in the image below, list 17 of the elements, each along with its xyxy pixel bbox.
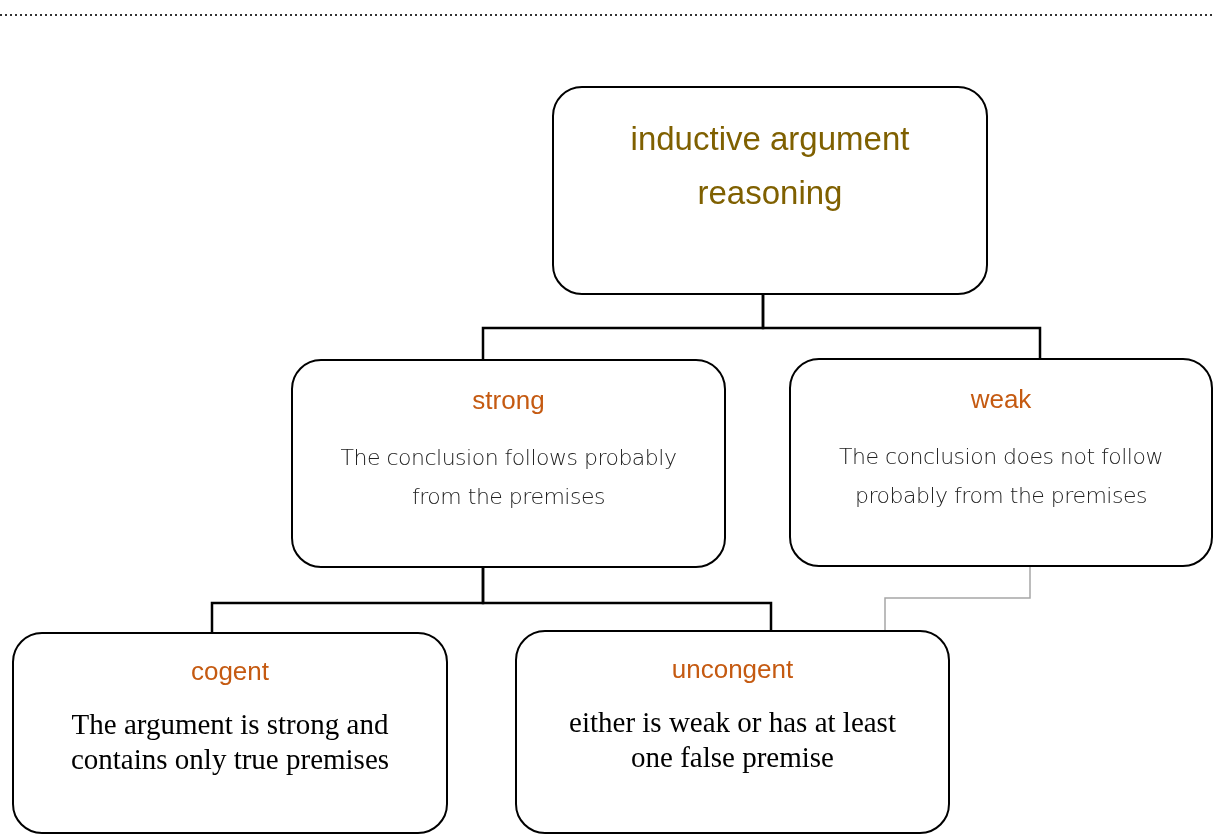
connector-line — [884, 566, 1031, 631]
rounded-box — [291, 359, 726, 568]
heading-text: cogent — [189, 655, 271, 687]
description-text: either is weak or has at least one false premise — [568, 705, 897, 775]
rounded-box — [789, 358, 1213, 567]
description-text: The argument is strong and contains only true premises — [69, 707, 391, 777]
rounded-box — [12, 632, 448, 834]
description-text: The conclusion follows probably from the premises — [339, 444, 678, 511]
heading-text: weak — [969, 383, 1033, 415]
title-text: inductive argument reasoning — [629, 119, 911, 213]
connector-line — [481, 568, 773, 630]
heading-text: strong — [471, 384, 546, 416]
connector-line — [761, 295, 1042, 358]
rounded-box — [552, 86, 988, 295]
description-text: The conclusion does not follow probably from the premises — [838, 443, 1164, 510]
heading-text: uncongent — [670, 653, 795, 685]
rounded-box — [515, 630, 950, 834]
